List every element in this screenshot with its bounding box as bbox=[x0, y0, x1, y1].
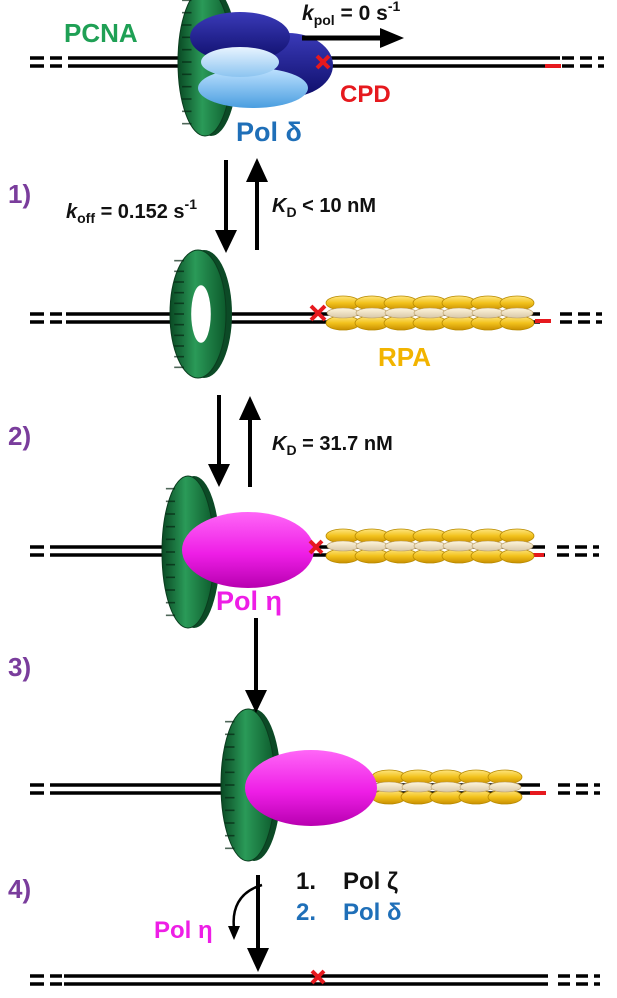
rpa-unit-middle bbox=[442, 540, 476, 552]
next-step-1-num: 1. bbox=[296, 868, 316, 895]
cpd-lesion-mark bbox=[309, 304, 327, 322]
pol-eta bbox=[182, 512, 314, 588]
rpa-filament bbox=[325, 295, 535, 331]
step2-up-arrow bbox=[239, 396, 261, 487]
cpd-stroke bbox=[308, 539, 324, 555]
pol-delta-subunit bbox=[190, 12, 290, 62]
step-2-label: 2) bbox=[8, 421, 31, 451]
text-layer: PCNA kpol = 0 s-1 CPD Pol δ 1) koff = 0.… bbox=[8, 0, 431, 944]
pcna-ring bbox=[169, 249, 232, 379]
arrow-layer bbox=[208, 28, 404, 972]
step-1-label: 1) bbox=[8, 179, 31, 209]
rpa-unit-middle bbox=[442, 307, 476, 319]
rpa-filament bbox=[325, 528, 535, 564]
rpa-unit-middle bbox=[355, 307, 389, 319]
rpa-unit-middle bbox=[488, 781, 522, 793]
step3-down-arrow bbox=[245, 618, 267, 713]
pcna-hole bbox=[191, 285, 211, 343]
rpa-unit-middle bbox=[326, 307, 360, 319]
next-step-2-name: Pol δ bbox=[343, 899, 402, 926]
kpol-arrow bbox=[302, 28, 404, 48]
step1-up-arrow bbox=[246, 158, 268, 250]
rpa-unit-middle bbox=[372, 781, 406, 793]
pol-eta-label: Pol η bbox=[216, 586, 282, 616]
next-step-1-name: Pol ζ bbox=[343, 868, 398, 895]
cpd-lesion-mark bbox=[308, 539, 324, 555]
pol-delta-subunit bbox=[198, 68, 308, 108]
pol-delta-label: Pol δ bbox=[236, 117, 302, 147]
cpd-label: CPD bbox=[340, 81, 391, 108]
koff-label: koff = 0.152 s-1 bbox=[66, 196, 197, 226]
cpd-stroke bbox=[310, 969, 326, 985]
step-4-label: 4) bbox=[8, 874, 31, 904]
rpa-unit-middle bbox=[459, 781, 493, 793]
rpa-unit-middle bbox=[355, 540, 389, 552]
rpa-label: RPA bbox=[378, 342, 431, 372]
rpa-unit-middle bbox=[471, 307, 505, 319]
kpol-label: kpol = 0 s-1 bbox=[302, 0, 400, 28]
cpd-stroke bbox=[309, 304, 327, 322]
rpa-unit-middle bbox=[471, 540, 505, 552]
rpa-unit-middle bbox=[413, 540, 447, 552]
molecule-layer bbox=[161, 0, 535, 985]
rpa-unit-middle bbox=[326, 540, 360, 552]
cpd-lesion-mark bbox=[310, 969, 326, 985]
pcna-label: PCNA bbox=[64, 18, 138, 48]
step2-down-arrow bbox=[208, 395, 230, 487]
cpd-lesion-mark bbox=[315, 54, 331, 70]
kd2-label: KD = 31.7 nM bbox=[272, 433, 393, 458]
rpa-filament bbox=[371, 769, 523, 805]
pol-eta-released-label: Pol η bbox=[154, 917, 213, 944]
rpa-unit-middle bbox=[500, 540, 534, 552]
kd1-label: KD < 10 nM bbox=[272, 195, 376, 220]
rpa-unit-middle bbox=[500, 307, 534, 319]
rpa-unit-middle bbox=[401, 781, 435, 793]
rpa-unit-middle bbox=[413, 307, 447, 319]
rpa-unit-middle bbox=[384, 540, 418, 552]
cpd-stroke bbox=[315, 54, 331, 70]
step1-down-arrow bbox=[215, 160, 237, 253]
pol-eta-release-arrow bbox=[228, 883, 263, 940]
step-3-label: 3) bbox=[8, 652, 31, 682]
pol-delta bbox=[190, 12, 333, 108]
rpa-unit-middle bbox=[430, 781, 464, 793]
rpa-unit-middle bbox=[384, 307, 418, 319]
pol-eta-engaged bbox=[245, 750, 377, 826]
next-step-2-num: 2. bbox=[296, 899, 316, 926]
pol-delta-subunit bbox=[201, 47, 279, 77]
dna-row-5 bbox=[30, 974, 600, 986]
